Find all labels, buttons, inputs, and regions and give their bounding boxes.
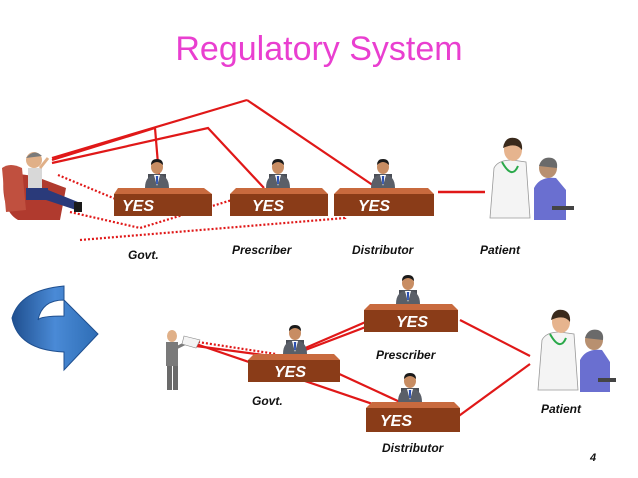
bottom-desk-distributor-yes: YES bbox=[380, 413, 412, 430]
bottom-label-patient: Patient bbox=[541, 402, 582, 416]
bottom-desk-prescriber-yes: YES bbox=[396, 314, 428, 331]
top-doctor-patient-illustration bbox=[489, 137, 574, 220]
top-desk-govt: YES bbox=[114, 159, 212, 216]
top-label-distributor: Distributor bbox=[352, 243, 414, 257]
slide-title: Regulatory System bbox=[175, 30, 463, 68]
bottom-connectors bbox=[195, 300, 531, 419]
top-connectors bbox=[51, 98, 485, 242]
dotted-govt-to-govt-desk-bottom bbox=[197, 340, 277, 356]
bottom-desk-govt-yes: YES bbox=[274, 364, 306, 381]
top-label-patient: Patient bbox=[480, 243, 521, 257]
dotted-govt-to-distributor bbox=[79, 199, 347, 242]
connector-govt-to-govt-desk bbox=[51, 126, 162, 189]
dotted-govt-to-govt-desk bbox=[57, 173, 119, 202]
bottom-label-distributor: Distributor bbox=[382, 441, 444, 455]
connector-distributor-to-patient-bottom bbox=[455, 363, 531, 419]
top-desk-prescriber-yes: YES bbox=[252, 198, 284, 215]
bottom-desk-govt: YES bbox=[248, 325, 340, 382]
bottom-label-prescriber: Prescriber bbox=[376, 348, 436, 362]
connector-govt-to-prescriber bbox=[51, 126, 265, 189]
top-label-govt: Govt. bbox=[128, 248, 159, 262]
connector-peak-to-distributor bbox=[246, 99, 381, 191]
bottom-desk-prescriber: YES bbox=[364, 275, 458, 332]
top-desk-distributor-yes: YES bbox=[358, 198, 390, 215]
bottom-label-govt: Govt. bbox=[252, 394, 283, 408]
top-desk-govt-yes: YES bbox=[122, 198, 154, 215]
page-number: 4 bbox=[590, 452, 597, 464]
top-label-prescriber: Prescriber bbox=[232, 243, 292, 257]
bottom-desk-distributor: YES bbox=[366, 373, 460, 432]
transition-arrow bbox=[11, 285, 99, 372]
top-desk-distributor: YES bbox=[334, 159, 434, 216]
top-desk-prescriber: YES bbox=[230, 159, 328, 216]
govt-standing-figure bbox=[166, 330, 201, 390]
bottom-doctor-patient-illustration bbox=[537, 309, 616, 392]
connector-prescriber-to-patient bbox=[459, 319, 531, 357]
govt-seated-figure bbox=[2, 152, 82, 220]
